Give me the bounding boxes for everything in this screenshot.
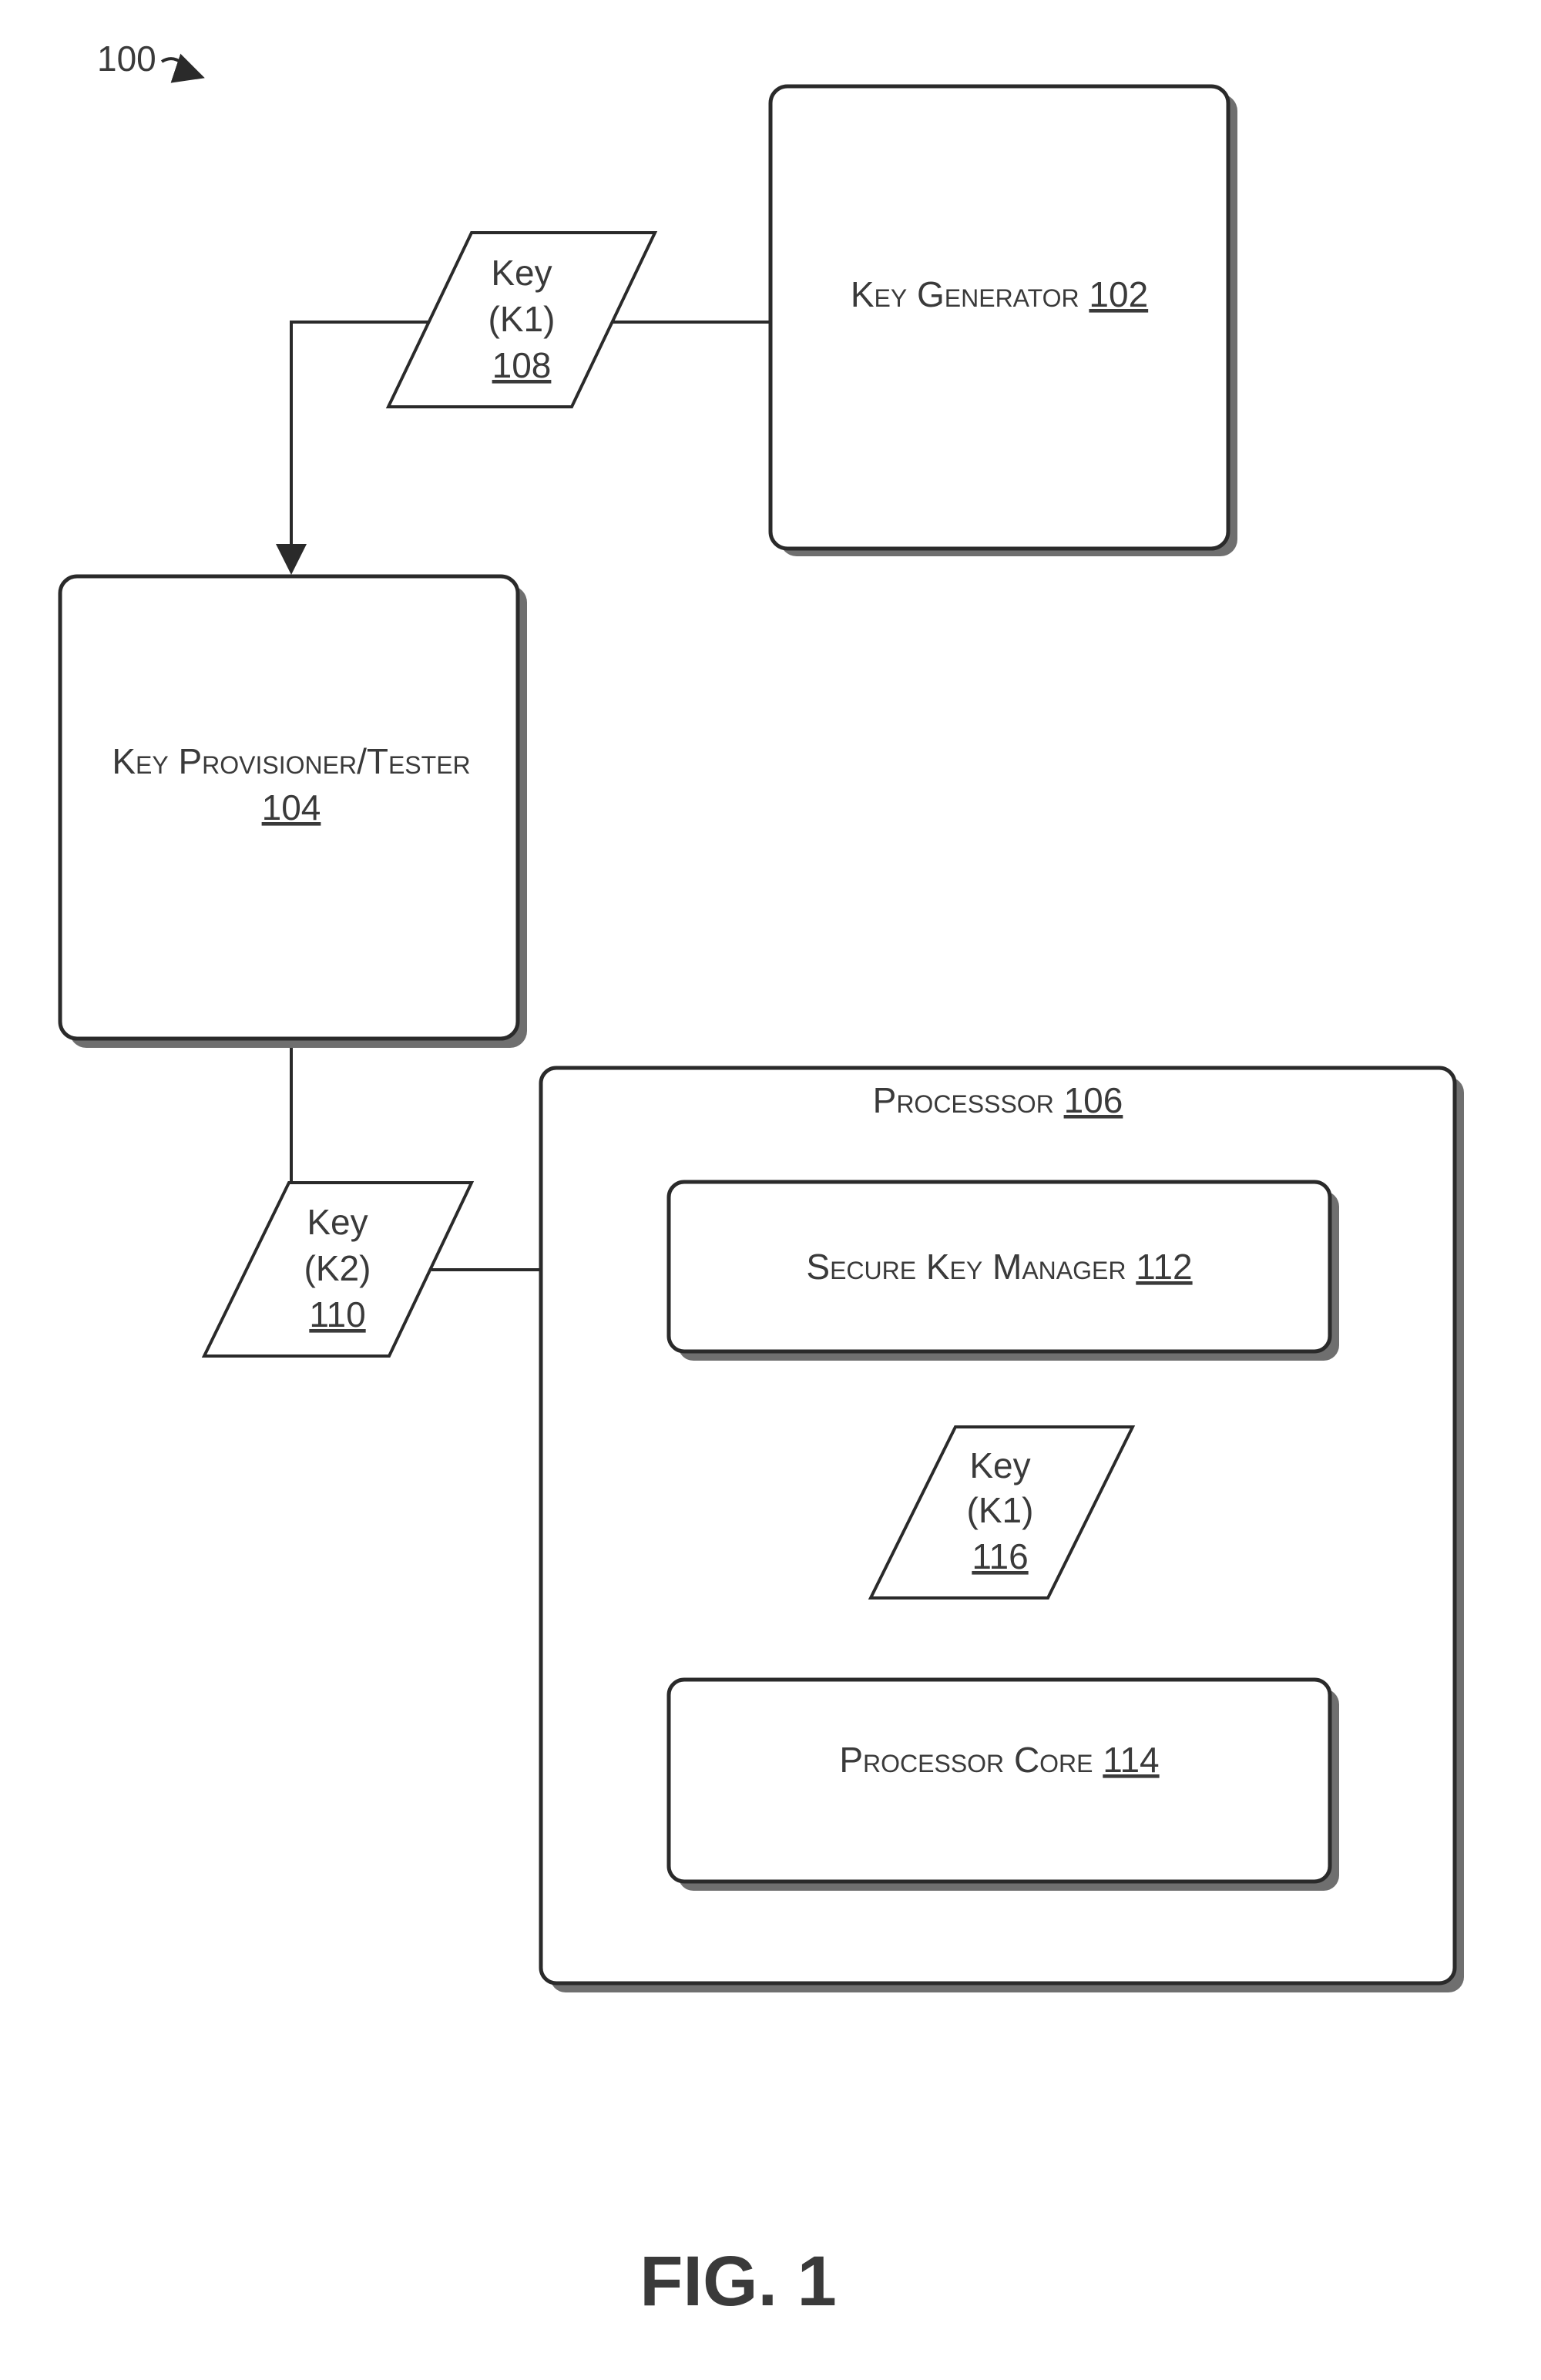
processor-core-box: Processor Core 114	[669, 1680, 1339, 1891]
key-provisioner-tester-ref: 104	[262, 787, 321, 827]
figure-ref-arrow	[162, 59, 202, 77]
processor-label: Processsor	[873, 1080, 1054, 1120]
key-108-line1: Key	[491, 253, 552, 293]
key-generator-ref: 102	[1089, 274, 1148, 314]
svg-text:Secure Key Manager: Secure Key Manager 112	[806, 1247, 1192, 1287]
key-108-parallelogram: Key (K1) 108	[388, 233, 655, 407]
key-provisioner-tester-label: Key Provisioner/Tester	[112, 741, 470, 781]
key-110-parallelogram: Key (K2) 110	[204, 1183, 472, 1356]
key-108-ref: 108	[492, 345, 552, 385]
figure-ref-number: 100	[97, 39, 156, 79]
svg-text:Key Generator 1: Key Generator 102	[851, 274, 1148, 314]
key-116-ref: 116	[972, 1536, 1028, 1576]
processor-core-ref: 114	[1103, 1740, 1159, 1780]
secure-key-manager-box: Secure Key Manager 112	[669, 1182, 1339, 1361]
secure-key-manager-label: Secure Key Manager	[806, 1247, 1126, 1287]
key-108-line2: (K1)	[488, 299, 556, 339]
key-110-line1: Key	[307, 1202, 368, 1242]
key-116-line2: (K1)	[967, 1490, 1034, 1530]
figure-caption: FIG. 1	[640, 2242, 837, 2321]
secure-key-manager-ref: 112	[1136, 1247, 1192, 1287]
key-provisioner-tester-box: Key Provisioner/Tester 104	[60, 576, 527, 1048]
key-116-line1: Key	[969, 1445, 1030, 1485]
svg-text:Processsor 106: Processsor 106	[873, 1080, 1123, 1120]
key-generator-box: Key Generator 102	[770, 86, 1237, 556]
processor-core-label: Processor Core	[839, 1740, 1093, 1780]
key-generator-label: Key Generator	[851, 274, 1079, 314]
key-110-ref: 110	[309, 1294, 365, 1334]
processor-ref: 106	[1064, 1080, 1123, 1120]
key-110-line2: (K2)	[304, 1248, 371, 1288]
svg-text:Processor Core: Processor Core 114	[839, 1740, 1159, 1780]
